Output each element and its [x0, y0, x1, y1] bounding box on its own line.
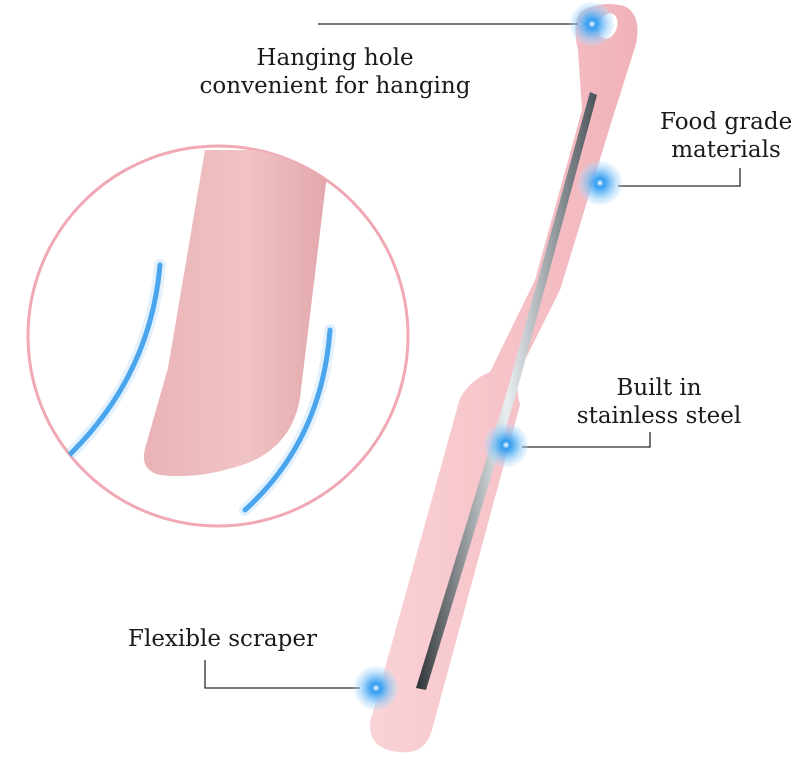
- zoom-circle: [26, 144, 410, 528]
- callout-label-flexible-scraper: Flexible scraper: [128, 625, 317, 653]
- callout-line-scraper: [204, 660, 360, 689]
- flex-arc-icon: [239, 324, 336, 516]
- callout-text: materials: [671, 137, 781, 163]
- flex-arc-icon: [56, 259, 166, 468]
- callout-text: Food grade: [660, 109, 793, 135]
- callout-text: Hanging hole: [256, 45, 414, 71]
- callout-text: convenient for hanging: [199, 73, 471, 99]
- callout-label-stainless-steel: Built in stainless steel: [574, 374, 744, 430]
- callout-dot-icon: [484, 423, 528, 467]
- callout-dot-icon: [578, 161, 622, 205]
- callout-text: Built in: [616, 375, 702, 401]
- callout-dot-icon: [354, 666, 398, 710]
- callout-label-food-grade: Food grade materials: [660, 108, 792, 164]
- steel-core: [416, 92, 597, 690]
- callout-dots: [354, 2, 622, 710]
- scraper-tip-closeup: [143, 150, 330, 477]
- callout-lines: [204, 23, 741, 689]
- callout-line-steel: [522, 432, 651, 448]
- callout-line-food: [618, 168, 741, 187]
- callout-text: Flexible scraper: [128, 626, 317, 652]
- callout-dot-icon: [570, 2, 614, 46]
- callout-label-hanging-hole: Hanging hole convenient for hanging: [190, 44, 480, 100]
- flex-arc-icon: [242, 327, 333, 513]
- flex-arc-icon: [59, 262, 163, 465]
- callout-text: stainless steel: [576, 403, 742, 429]
